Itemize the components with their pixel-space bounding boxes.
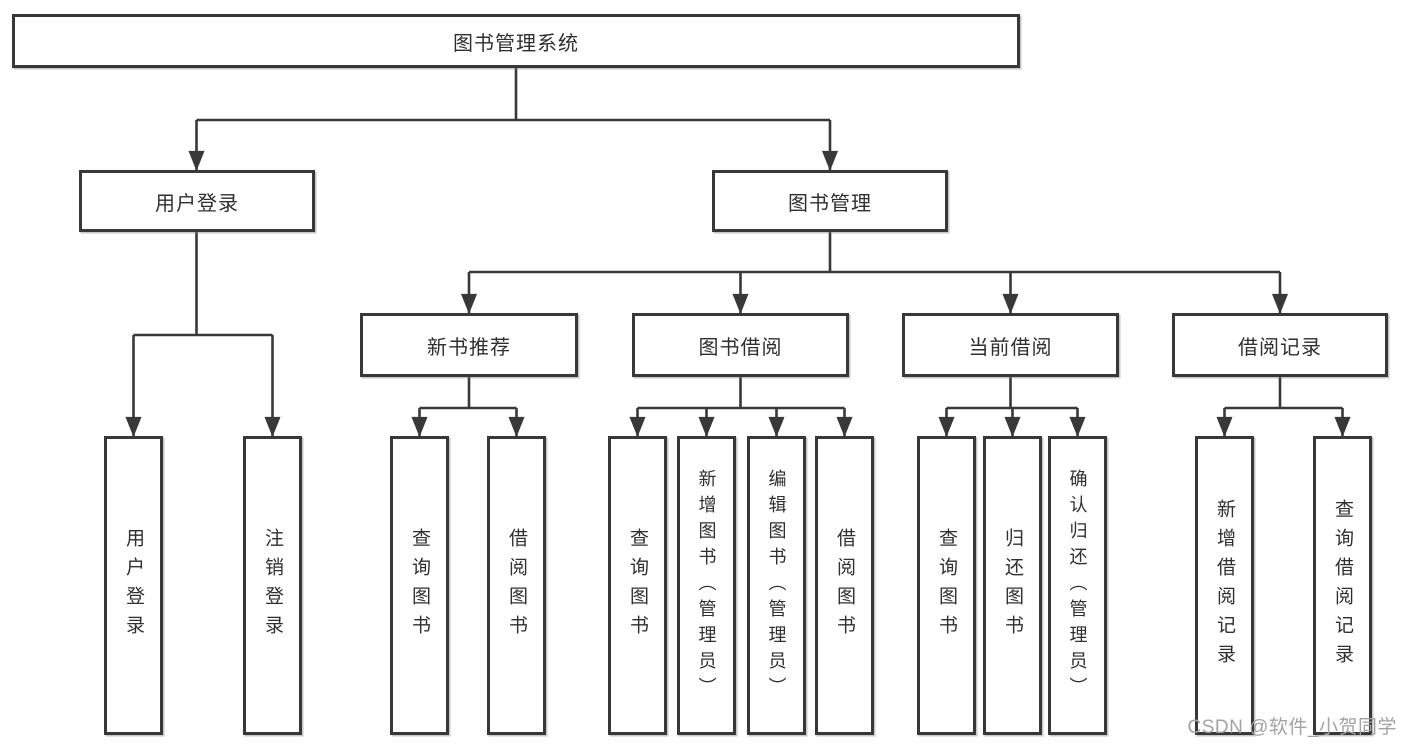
leaf-return-book: 归还图书 [983,436,1042,735]
node-user-login: 用户登录 [79,170,315,232]
node-root-label: 图书管理系统 [453,32,579,55]
node-book-management: 图书管理 [712,170,948,232]
leaf-borrow-books-recommend: 借阅图书 [487,436,546,735]
node-borrow-records: 借阅记录 [1172,313,1388,377]
node-book-management-label: 图书管理 [788,192,872,215]
leaf-query-borrow-record: 查询借阅记录 [1313,436,1372,735]
leaf-edit-book-admin: 编辑图书（管理员） [747,436,806,735]
node-current-borrowing: 当前借阅 [902,313,1119,377]
node-new-book-recommend: 新书推荐 [360,313,578,377]
leaf-edit-book-admin-label: 编辑图书（管理员） [766,468,787,703]
node-book-borrowing-label: 图书借阅 [698,336,783,359]
leaf-user-login: 用户登录 [104,436,163,735]
leaf-confirm-return-admin: 确认归还（管理员） [1048,436,1107,735]
leaf-confirm-return-admin-label: 确认归还（管理员） [1067,468,1088,703]
leaf-query-books-recommend: 查询图书 [390,436,449,735]
node-borrow-records-label: 借阅记录 [1238,336,1322,359]
leaf-borrow-books-borrowing: 借阅图书 [815,436,874,735]
leaf-query-borrow-record-label: 查询借阅记录 [1332,498,1353,673]
leaf-logout-label: 注销登录 [262,527,283,644]
node-user-login-label: 用户登录 [155,192,239,215]
leaf-query-books-borrowing: 查询图书 [608,436,667,735]
leaf-add-borrow-record-label: 新增借阅记录 [1214,498,1235,673]
leaf-query-books-current: 查询图书 [917,436,976,735]
node-root: 图书管理系统 [12,14,1020,68]
node-current-borrowing-label: 当前借阅 [968,336,1053,359]
leaf-query-books-current-label: 查询图书 [936,527,957,644]
node-book-borrowing: 图书借阅 [632,313,849,377]
leaf-query-books-recommend-label: 查询图书 [409,527,430,644]
leaf-return-book-label: 归还图书 [1002,527,1023,644]
csdn-watermark: CSDN @软件_小贺同学 [1187,717,1397,738]
leaf-add-book-admin-label: 新增图书（管理员） [696,468,717,703]
leaf-borrow-books-borrowing-label: 借阅图书 [834,527,855,644]
leaf-query-books-borrowing-label: 查询图书 [627,527,648,644]
leaf-user-login-label: 用户登录 [123,527,144,644]
leaf-borrow-books-recommend-label: 借阅图书 [506,527,527,644]
leaf-logout: 注销登录 [243,436,302,735]
leaf-add-book-admin: 新增图书（管理员） [677,436,736,735]
leaf-add-borrow-record: 新增借阅记录 [1195,436,1254,735]
node-new-book-recommend-label: 新书推荐 [427,336,511,359]
